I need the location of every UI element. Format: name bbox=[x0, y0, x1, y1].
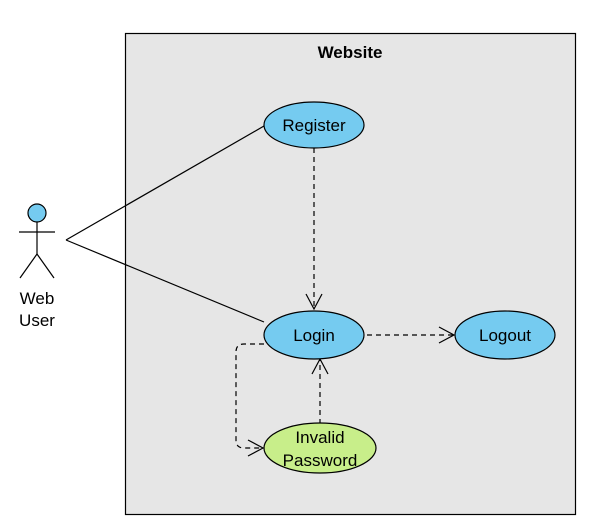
arrowhead-logout bbox=[438, 326, 456, 344]
actor-left-leg bbox=[19, 253, 38, 279]
use-case-logout[interactable]: Logout bbox=[454, 310, 556, 360]
use-case-register-label: Register bbox=[282, 116, 346, 135]
use-case-register[interactable]: Register bbox=[263, 101, 365, 149]
use-case-register-ellipse[interactable] bbox=[263, 101, 365, 149]
use-case-login[interactable]: Login bbox=[263, 310, 365, 360]
use-case-invalid-password-ellipse[interactable] bbox=[263, 422, 377, 474]
use-case-invalid-password-label-line2: Password bbox=[283, 451, 358, 470]
use-case-invalid-password-label-line1: Invalid bbox=[295, 428, 344, 447]
association-actor-login bbox=[65, 239, 265, 323]
use-case-logout-ellipse[interactable] bbox=[454, 310, 556, 360]
dependency-login-invalid-password bbox=[235, 343, 265, 457]
dependency-register-login bbox=[305, 148, 323, 311]
use-case-invalid-password[interactable]: Invalid Password bbox=[263, 422, 377, 474]
actor-right-leg bbox=[36, 253, 55, 279]
system-title: Website bbox=[318, 43, 383, 62]
dependency-login-invalid-password-line bbox=[235, 343, 264, 449]
arrowhead-invalid-password bbox=[247, 439, 265, 457]
use-case-logout-label: Logout bbox=[479, 326, 531, 345]
dependency-login-logout bbox=[367, 326, 456, 344]
arrowhead-login-top bbox=[305, 293, 323, 311]
use-case-login-label: Login bbox=[293, 326, 335, 345]
actor-head-icon bbox=[27, 203, 47, 223]
actor-label-line1: Web bbox=[20, 289, 55, 308]
association-actor-register bbox=[65, 125, 265, 241]
use-case-login-ellipse[interactable] bbox=[263, 310, 365, 360]
actor-web-user[interactable]: Web User bbox=[19, 203, 55, 330]
actor-label-line2: User bbox=[19, 311, 55, 330]
